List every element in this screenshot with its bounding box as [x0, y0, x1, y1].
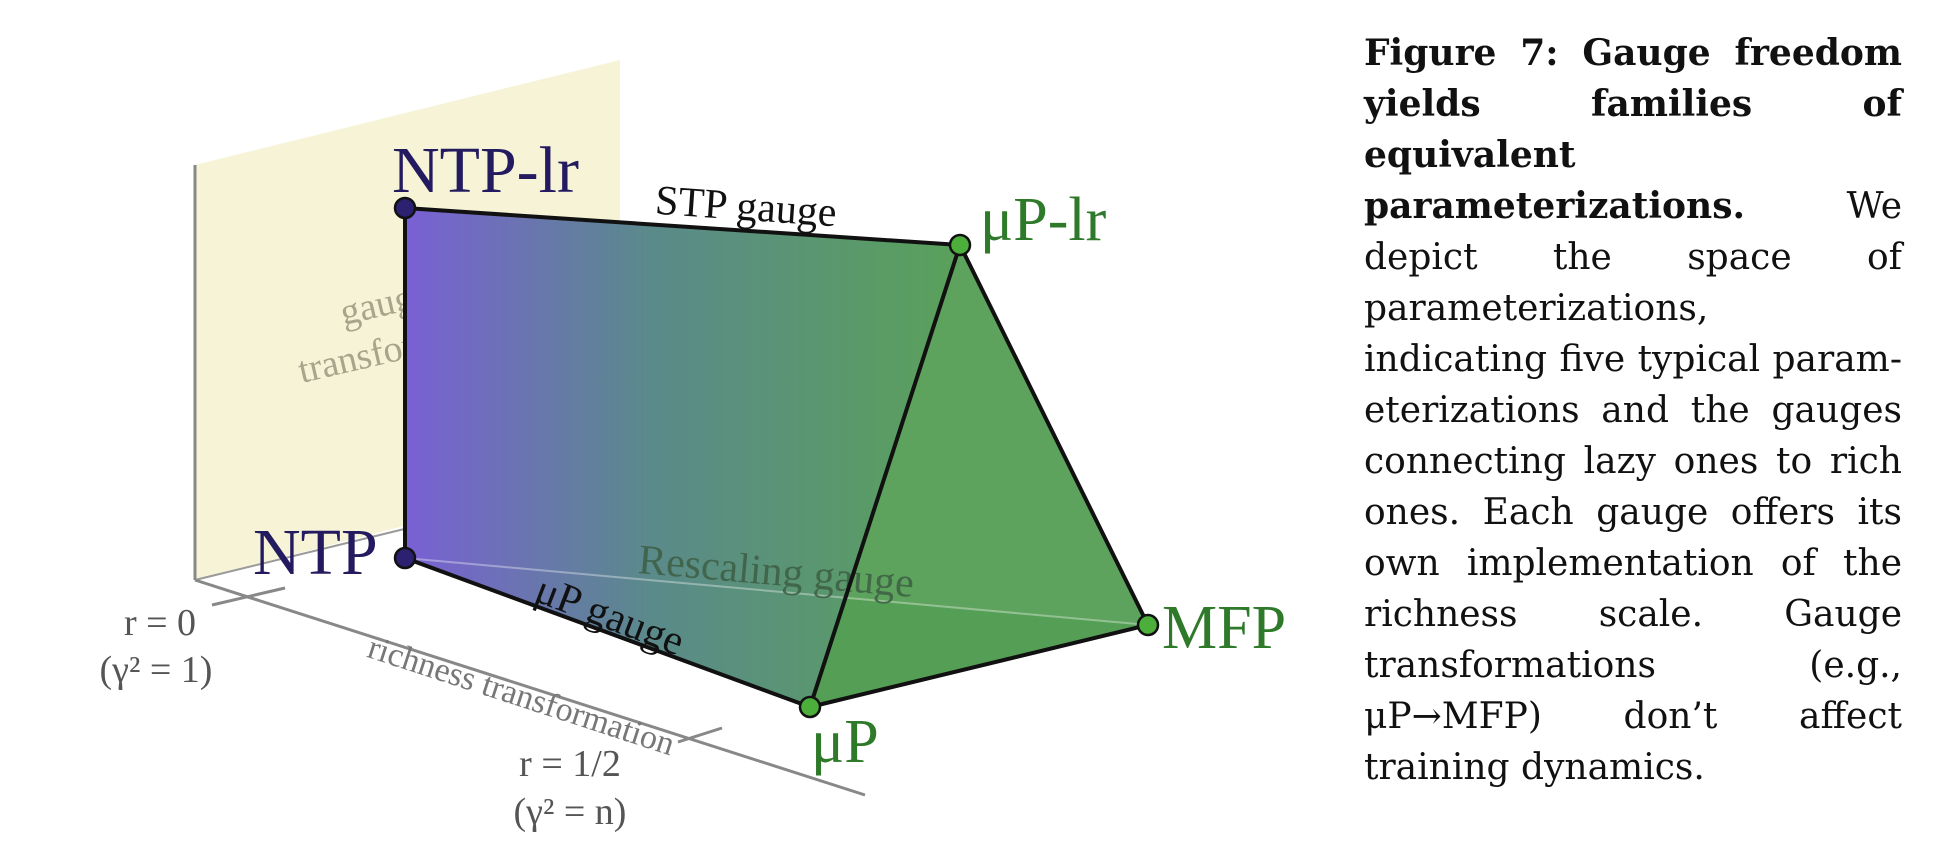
- right-face: [810, 245, 1148, 707]
- figure-canvas: gauge transformations Rescaling gauge ST…: [100, 60, 1286, 833]
- richness-axis: [194, 578, 866, 797]
- r0-label: r = 0: [124, 602, 196, 644]
- label-ntp: NTP: [253, 516, 378, 589]
- label-mup: μP: [811, 708, 879, 776]
- tick-rhalf: [677, 726, 723, 744]
- vertex-mup: [798, 695, 822, 719]
- tick-r0: [211, 586, 286, 607]
- gauge-freedom-figure: gauge transformations Rescaling gauge ST…: [100, 60, 1286, 833]
- vertex-mfp: [1136, 613, 1160, 637]
- rhalf-gamma-label: (γ² = n): [514, 791, 627, 833]
- label-mfp: MFP: [1162, 594, 1286, 662]
- rhalf-label: r = 1/2: [519, 743, 621, 785]
- vertex-ntp: [393, 546, 417, 570]
- figure-caption: Figure 7: Gauge freedom yields families …: [1364, 28, 1902, 793]
- front-face: [405, 208, 960, 707]
- caption-body: We depict the space of parameterizations…: [1364, 186, 1902, 788]
- rescaling-gauge-edge: [404, 557, 1149, 626]
- r0-gamma-label: (γ² = 1): [100, 649, 213, 691]
- vertex-mup-lr: [948, 233, 972, 257]
- label-mup-lr: μP-lr: [980, 186, 1107, 254]
- prism-outline: [403, 206, 1150, 709]
- label-ntp-lr: NTP-lr: [392, 134, 579, 207]
- mup-lr-to-mup-edge: [808, 244, 962, 708]
- vertex-ntp-lr: [393, 196, 417, 220]
- caption-title: Figure 7: Gauge freedom yields families …: [1364, 32, 1902, 227]
